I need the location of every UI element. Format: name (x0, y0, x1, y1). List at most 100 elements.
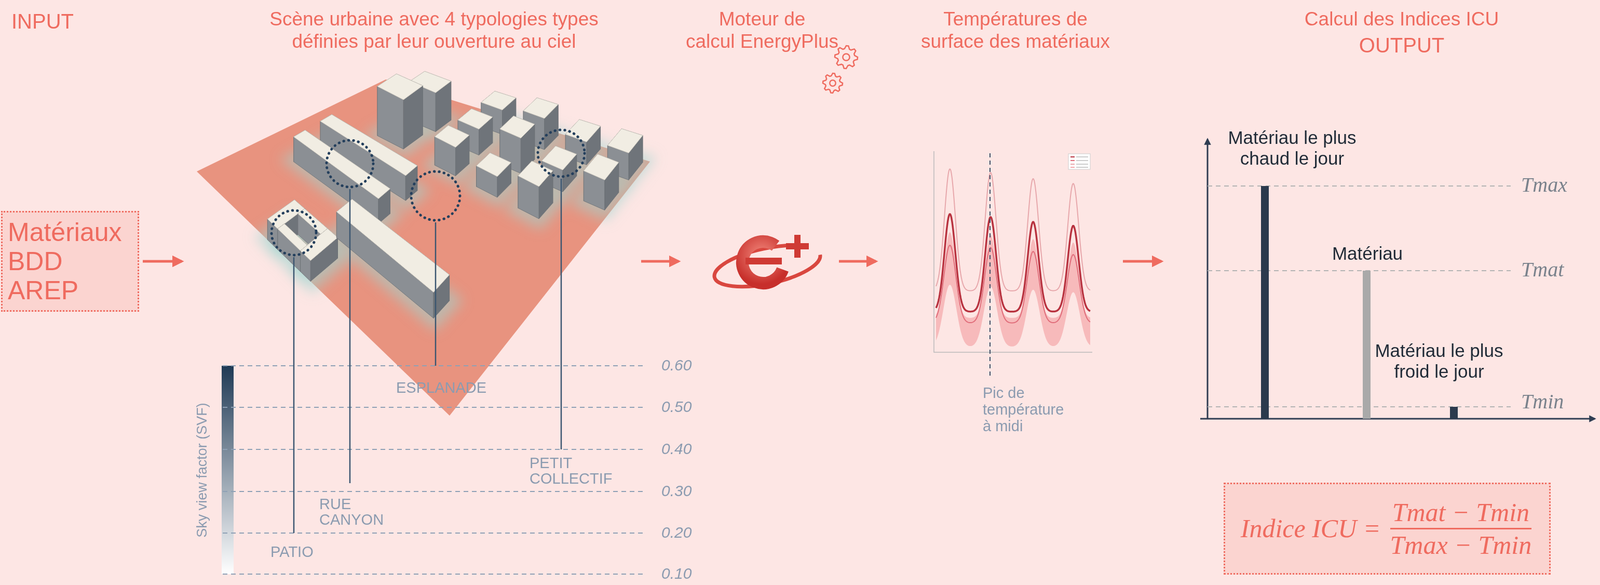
building-roof (523, 97, 559, 119)
bar-material (1362, 270, 1371, 419)
leader-line (349, 188, 351, 483)
icu-chart (1200, 139, 1595, 419)
level-symbol: Tmin (1521, 389, 1564, 414)
noon-marker (989, 153, 991, 378)
typology-marker (271, 210, 317, 255)
gear-icon (822, 73, 843, 93)
flow-arrow (142, 260, 182, 263)
building-roof (481, 90, 517, 110)
typology-label: PATIO (270, 543, 314, 561)
cool-zones (254, 103, 657, 332)
svf-level-line (222, 406, 644, 408)
reference-line (1207, 185, 1511, 187)
building-roof (541, 145, 577, 170)
logo-e-bar (745, 257, 782, 265)
svf-level-line (222, 573, 644, 575)
energyplus-logo (710, 234, 824, 295)
scale-value: 0.60 (661, 356, 692, 375)
gear-hole (829, 79, 836, 86)
formula-term: Tmat − Tmin (1390, 496, 1532, 530)
ground-heatmap (196, 79, 650, 416)
chart-frame (933, 151, 1093, 352)
logo-plus (785, 242, 809, 250)
building-roof (293, 129, 391, 199)
gear-hole (842, 53, 850, 61)
chart-annotation: Pic de température à midi (982, 384, 1077, 435)
typology-label: ESPLANADE (396, 378, 487, 397)
scale-value: 0.30 (661, 481, 692, 500)
reference-line (1207, 405, 1511, 408)
building-roof (583, 154, 619, 181)
section-heading: OUTPUT (1359, 33, 1445, 58)
scale-value: 0.40 (661, 439, 692, 458)
chart-legend-sample (1070, 159, 1075, 161)
section-heading: Scène urbaine avec 4 typologies types dé… (231, 8, 637, 53)
building-roof (476, 152, 512, 177)
logo-e (736, 235, 791, 290)
section-heading: Moteur de calcul EnergyPlus (663, 8, 861, 53)
temperature-chart (933, 151, 1093, 378)
building-roof (277, 223, 308, 251)
chart-legend-box (1068, 153, 1091, 170)
reference-line (1207, 269, 1511, 271)
building-roof (434, 125, 469, 147)
box-text: Matériaux BDD AREP (7, 217, 133, 305)
chart-legend-sample (1070, 156, 1075, 158)
bar-hottest (1260, 185, 1269, 419)
axis-title: Sky view factor (SVF) (194, 402, 211, 538)
buildings (267, 71, 643, 318)
x-axis (1200, 417, 1595, 420)
typology-marker (411, 171, 460, 221)
chart-legend-stub (1076, 166, 1089, 168)
scale-value: 0.20 (661, 523, 692, 542)
svf-level-line (222, 364, 644, 366)
typology-marker (537, 129, 585, 177)
building-roof (499, 115, 535, 139)
section-heading: INPUT (11, 9, 74, 34)
typology-label: RUE CANYON (319, 495, 398, 528)
level-symbol: Tmax (1521, 172, 1568, 197)
level-symbol: Tmat (1521, 257, 1564, 282)
temperature-line (936, 213, 1091, 312)
chart-legend-sample (1070, 163, 1075, 165)
bar-coldest (1449, 406, 1458, 419)
section-heading: Températures de surface des matériaux (901, 8, 1130, 53)
input-box: Matériaux BDD AREP (1, 210, 140, 312)
scale-value: 0.10 (661, 564, 692, 583)
svf-level-line (222, 448, 644, 450)
flow-arrow (641, 260, 679, 263)
y-axis (1207, 139, 1209, 419)
building-roof (607, 128, 643, 154)
building-roof (377, 73, 423, 100)
formula-box: Indice ICU =Tmat − TminTmax − Tmin (1223, 482, 1551, 575)
building-roof (300, 228, 338, 261)
leader-line (560, 178, 563, 450)
svf-gradient (221, 365, 234, 574)
formula-term: Tmax − Tmin (1388, 529, 1535, 561)
building-roof (457, 108, 493, 129)
urban-scene (196, 71, 657, 416)
leader-line (435, 222, 437, 366)
scale-value: 0.50 (661, 397, 692, 416)
building-roof (518, 160, 553, 187)
typology-label: PETIT COLLECTIF (529, 454, 631, 487)
bar-label: Matériau (1332, 242, 1403, 264)
bar-label: Matériau le plus chaud le jour (1214, 127, 1371, 170)
building-roof (336, 198, 450, 292)
svf-level-line (222, 490, 644, 492)
flow-arrow (838, 260, 876, 263)
chart-legend-sample (1070, 166, 1075, 168)
formula-lhs: Indice ICU = (1240, 513, 1381, 543)
typology-marker (326, 140, 374, 187)
bar-label: Matériau le plus froid le jour (1361, 340, 1517, 383)
section-heading: Calcul des Indices ICU (1304, 8, 1499, 31)
flow-arrow (1122, 260, 1162, 263)
fraction: Tmat − TminTmax − Tmin (1388, 496, 1535, 561)
leader-line (293, 256, 295, 533)
svf-level-line (222, 532, 644, 534)
chart-legend-stub (1076, 163, 1089, 165)
chart-legend-stub (1076, 156, 1089, 158)
chart-legend-stub (1076, 159, 1089, 161)
